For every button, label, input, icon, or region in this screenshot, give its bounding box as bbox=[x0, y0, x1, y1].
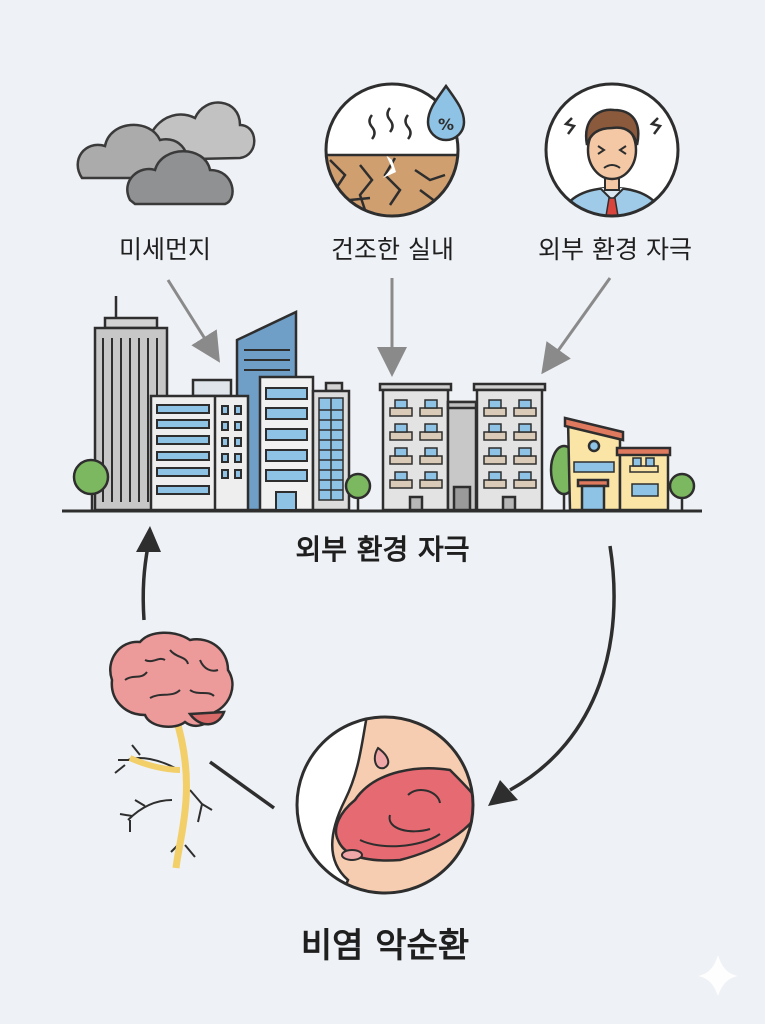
arrow-dust-to-city bbox=[166, 279, 220, 363]
dry-cracked-ground-icon bbox=[324, 82, 466, 218]
city-buildings-icon bbox=[62, 296, 702, 513]
inflamed-nose-icon bbox=[295, 715, 475, 895]
label-dry-indoor: 건조한 실내 bbox=[331, 235, 454, 264]
arrow-brain-to-city bbox=[136, 526, 161, 621]
brain-nerve-icon bbox=[109, 631, 234, 869]
arrow-city-to-nose bbox=[488, 545, 616, 806]
percent-symbol: % bbox=[438, 115, 454, 134]
label-external-stimuli-top: 외부 환경 자극 bbox=[538, 235, 692, 264]
clouds-icon bbox=[76, 101, 256, 206]
stressed-person-icon bbox=[544, 82, 680, 218]
label-fine-dust: 미세먼지 bbox=[118, 235, 211, 264]
label-external-stimuli-city: 외부 환경 자극 bbox=[295, 533, 470, 566]
arrow-stimuli-to-city bbox=[541, 277, 612, 375]
sparkle-icon bbox=[698, 955, 738, 996]
arrow-nose-to-brain bbox=[208, 760, 276, 810]
label-rhinitis-cycle: 비염 악순환 bbox=[300, 926, 470, 966]
